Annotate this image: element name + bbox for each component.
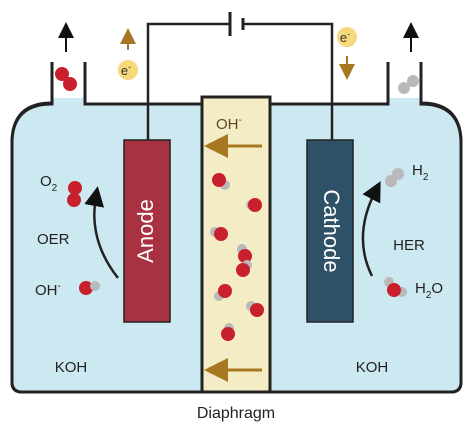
hydroxide-ions-in-diaphragm — [210, 173, 264, 341]
battery-icon — [228, 12, 245, 36]
oxygen-atom — [67, 193, 81, 207]
water-oxygen-atom — [387, 283, 401, 297]
electron-charge: - — [128, 62, 131, 72]
svg-text:O2: O2 — [40, 173, 58, 194]
diaphragm-ion-label: OH — [216, 116, 239, 133]
hydrogen-atom — [398, 82, 410, 94]
svg-text:OH-: OH- — [35, 281, 61, 299]
electron-flow-anode: e- — [118, 28, 138, 80]
anode-electrolyte-label: KOH — [55, 359, 88, 376]
cathode-electrolyte-label: KOH — [356, 359, 389, 376]
diaphragm-ion-charge: - — [239, 115, 242, 126]
hydroxide-ion — [210, 227, 228, 241]
anode-product-symbol: O — [40, 173, 52, 190]
her-label: HER — [393, 237, 425, 254]
oer-label: OER — [37, 231, 70, 248]
svg-text:OH-: OH- — [216, 115, 242, 133]
anode-product-subscript: 2 — [52, 183, 58, 194]
cathode-product-symbol: H — [412, 162, 423, 179]
anode-side-labels: O2 OER OH- KOH — [35, 173, 119, 376]
svg-text:H2: H2 — [412, 162, 429, 183]
electron-charge: - — [347, 29, 350, 39]
cathode-reactant-symbol: H — [415, 280, 426, 297]
cathode-side-labels: H2 HER H2O KOH — [356, 162, 443, 376]
cathode — [306, 139, 354, 323]
svg-text:e-: e- — [340, 29, 350, 45]
cathode-reactant-subscript: 2 — [426, 290, 432, 301]
oxygen-atom — [55, 67, 69, 81]
hydroxide-ion — [246, 301, 264, 317]
hydroxide-ion — [221, 323, 235, 341]
hydroxide-ion — [237, 244, 252, 263]
oxygen-atom — [63, 77, 77, 91]
her-reaction-arrow — [361, 181, 381, 277]
oxygen-atom — [68, 181, 82, 195]
oer-reaction-arrow — [84, 186, 119, 279]
cathode-reactant-symbol-2: O — [431, 280, 443, 297]
electron-flow-cathode: e- — [337, 27, 357, 80]
anode-reactant-symbol: OH — [35, 282, 58, 299]
anode — [123, 139, 171, 323]
hydrogen-atom — [407, 75, 419, 87]
diaphragm-caption: Diaphragm — [197, 405, 275, 422]
hydroxide-ion-hydrogen — [90, 281, 100, 291]
electron-symbol: e — [340, 30, 347, 45]
electron-symbol: e — [121, 63, 128, 78]
electron-badge — [118, 60, 138, 80]
anode-label: Anode — [133, 199, 158, 263]
hydroxide-ion-oxygen — [79, 281, 93, 295]
gas-outlet-cathode — [398, 22, 419, 94]
svg-text:H2O: H2O — [415, 280, 443, 301]
anode-reactant-charge: - — [58, 281, 61, 292]
cathode-product-subscript: 2 — [423, 172, 429, 183]
cathode-label: Cathode — [319, 189, 344, 272]
hydroxide-ion — [212, 173, 230, 190]
electron-badge — [337, 27, 357, 47]
hydroxide-ion — [214, 284, 232, 301]
svg-text:e-: e- — [121, 62, 131, 78]
hydroxide-ion — [246, 198, 262, 212]
hydrogen-atom — [392, 168, 404, 180]
gas-outlet-anode — [55, 22, 77, 91]
external-circuit — [146, 22, 334, 140]
diaphragm — [200, 95, 272, 394]
hydroxide-ion — [236, 260, 252, 277]
